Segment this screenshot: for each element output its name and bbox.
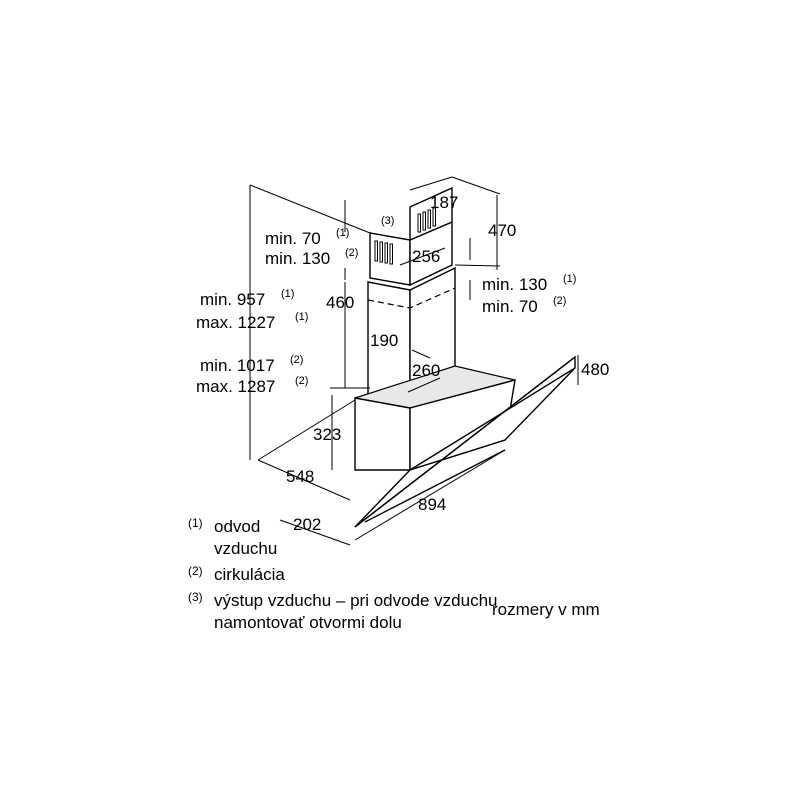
dim-460: 460 xyxy=(326,293,354,312)
vent-slots-left-icon xyxy=(374,240,393,265)
legend-item-1-cont: vzduchu xyxy=(214,539,278,558)
label-max-1227: max. 1227 xyxy=(196,313,275,332)
glass-inner-edge xyxy=(409,367,576,471)
dim-323: 323 xyxy=(313,425,341,444)
dim-548: 548 xyxy=(286,467,314,486)
dim-470: 470 xyxy=(488,221,516,240)
label-min-130-right: min. 130 xyxy=(482,275,547,294)
legend-item-1: (1)odvod xyxy=(188,516,261,536)
note-3-outlet: (3) xyxy=(381,215,394,227)
label-min-957: min. 957 xyxy=(200,290,265,309)
legend-item-3-cont: namontovať otvormi dolu xyxy=(214,613,402,632)
dim-256: 256 xyxy=(412,247,440,266)
note-2-b: (2) xyxy=(553,295,566,307)
note-2-d: (2) xyxy=(295,375,308,387)
legend: (1)odvod vzduchu (2)cirkulácia (3)výstup… xyxy=(188,512,498,634)
note-1-b: (1) xyxy=(563,273,576,285)
units-note: rozmery v mm xyxy=(492,600,600,619)
dim-202: 202 xyxy=(293,515,321,534)
note-2-a: (2) xyxy=(345,247,358,259)
label-min-1017: min. 1017 xyxy=(200,356,275,375)
dim-187: 187 xyxy=(430,193,458,212)
note-1-a: (1) xyxy=(336,227,349,239)
canopy-front xyxy=(354,397,411,471)
label-min-70-right: min. 70 xyxy=(482,297,538,316)
dim-480: 480 xyxy=(581,360,609,379)
glass-lower-edge xyxy=(364,449,506,523)
dim-894: 894 xyxy=(418,495,446,514)
dim-260: 260 xyxy=(412,361,440,380)
glass-edge xyxy=(354,356,576,528)
label-min-130-top: min. 130 xyxy=(265,249,330,268)
label-max-1287: max. 1287 xyxy=(196,377,275,396)
note-1-d: (1) xyxy=(295,311,308,323)
note-2-c: (2) xyxy=(290,354,303,366)
legend-item-2: (2)cirkulácia xyxy=(188,564,285,584)
chimney-overlap-dash xyxy=(367,287,456,309)
legend-item-3: (3)výstup vzduchu – pri odvode vzduchu xyxy=(188,590,498,610)
dim-190: 190 xyxy=(370,331,398,350)
label-min-70-top: min. 70 xyxy=(265,229,321,248)
note-1-c: (1) xyxy=(281,288,294,300)
vent-slots-right-icon xyxy=(417,207,436,233)
